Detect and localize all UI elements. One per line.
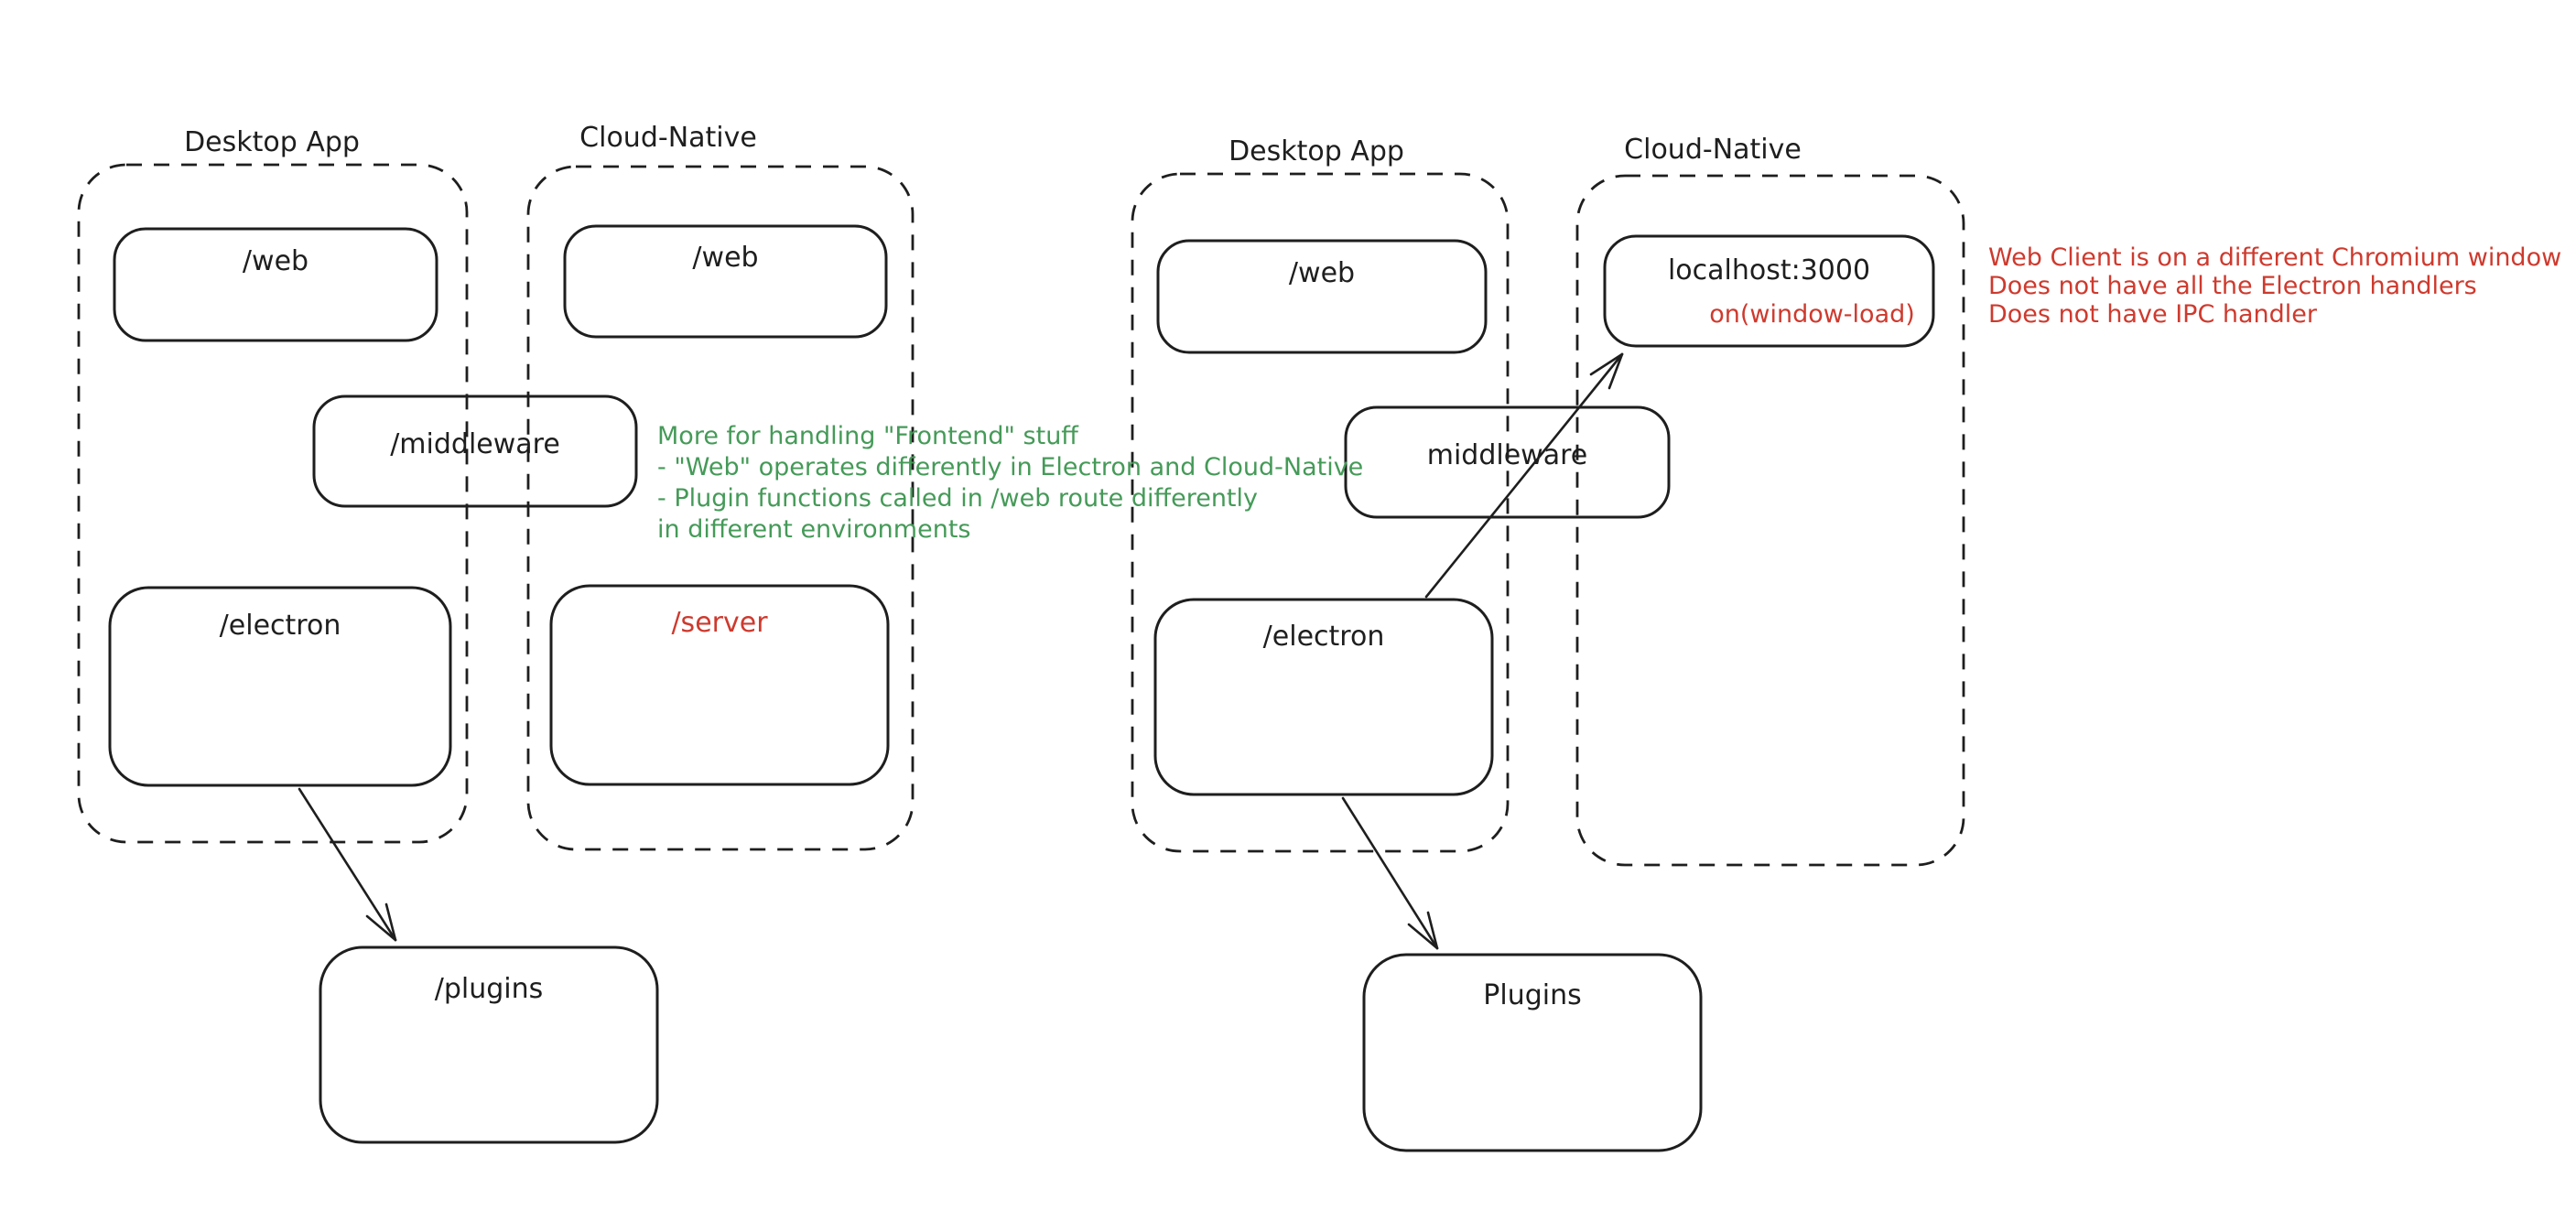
left-server-label: /server bbox=[671, 607, 768, 639]
left-desktop-app-label: Desktop App bbox=[184, 126, 360, 158]
right-web-label: /web bbox=[1288, 257, 1356, 289]
left-cloud-native-label: Cloud-Native bbox=[579, 122, 757, 154]
left-middleware-label: /middleware bbox=[390, 428, 560, 460]
green-note-line-1: More for handling "Frontend" stuff bbox=[657, 422, 1078, 450]
red-note-line-1: Web Client is on a different Chromium wi… bbox=[1988, 243, 2562, 272]
right-electron-label: /electron bbox=[1262, 621, 1385, 653]
green-note-line-3: - Plugin functions called in /web route … bbox=[657, 484, 1259, 513]
red-note-line-2: Does not have all the Electron handlers bbox=[1988, 272, 2477, 300]
right-cloud-native-container bbox=[1575, 174, 1965, 867]
left-web-cloud-box bbox=[563, 224, 888, 339]
left-plugins-box bbox=[319, 946, 659, 1144]
left-plugins-label: /plugins bbox=[434, 973, 544, 1005]
green-note-line-2: - "Web" operates differently in Electron… bbox=[657, 453, 1364, 481]
left-middleware-box bbox=[312, 394, 638, 508]
right-web-box bbox=[1156, 239, 1488, 354]
right-electron-box bbox=[1153, 598, 1494, 796]
right-window-load-label: on(window-load) bbox=[1709, 300, 1915, 329]
right-middleware-box bbox=[1344, 405, 1671, 519]
right-middleware-label: middleware bbox=[1426, 439, 1588, 471]
arrow-electron-to-plugins bbox=[298, 787, 397, 942]
left-server-box bbox=[549, 584, 890, 786]
right-localhost-label: localhost:3000 bbox=[1667, 254, 1871, 286]
left-web-desktop-box bbox=[113, 227, 438, 342]
left-web-cloud-label: /web bbox=[692, 242, 759, 274]
left-desktop-app-container bbox=[77, 163, 469, 844]
red-note: Web Client is on a different Chromium wi… bbox=[1988, 243, 2561, 329]
right-cloud-native-label: Cloud-Native bbox=[1624, 134, 1802, 166]
arrow-electron-to-plugins-right bbox=[1341, 796, 1439, 950]
left-web-desktop-label: /web bbox=[242, 245, 309, 277]
green-note: More for handling "Frontend" stuff - "We… bbox=[657, 421, 1363, 546]
right-plugins-label: Plugins bbox=[1483, 979, 1582, 1011]
right-desktop-app-container bbox=[1131, 172, 1510, 853]
right-localhost-box bbox=[1603, 234, 1935, 348]
left-electron-label: /electron bbox=[219, 610, 341, 642]
left-cloud-native-container bbox=[526, 165, 915, 851]
red-note-line-3: Does not have IPC handler bbox=[1988, 300, 2318, 329]
right-plugins-box bbox=[1362, 953, 1703, 1152]
right-desktop-app-label: Desktop App bbox=[1228, 135, 1404, 168]
arrow-electron-to-localhost bbox=[1424, 352, 1624, 599]
green-note-line-4: in different environments bbox=[657, 515, 971, 544]
left-electron-box bbox=[108, 586, 452, 787]
